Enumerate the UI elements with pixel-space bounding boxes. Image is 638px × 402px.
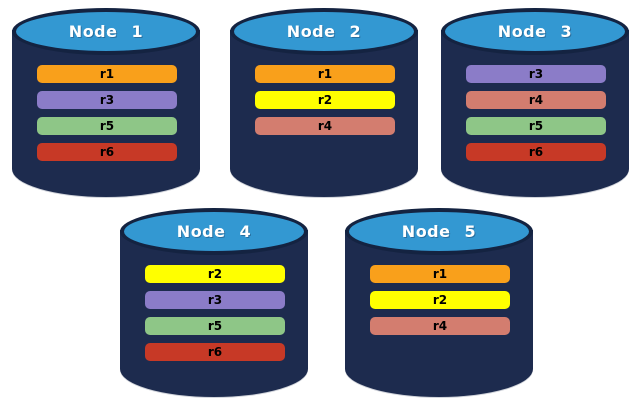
- cylinder-body: [12, 30, 200, 197]
- database-node-3: Node 3 r3 r4 r5 r6: [441, 8, 629, 197]
- database-node-4: Node 4 r2 r3 r5 r6: [120, 208, 308, 397]
- replica-bar-r6: r6: [466, 143, 606, 161]
- replica-list: r3 r4 r5 r6: [466, 65, 606, 161]
- replica-bar-r5: r5: [466, 117, 606, 135]
- replica-bar-r4: r4: [255, 117, 395, 135]
- replica-list: r1 r2 r4: [370, 265, 510, 335]
- cylinder-top: Node 4: [120, 208, 308, 255]
- database-node-1: Node 1 r1 r3 r5 r6: [12, 8, 200, 197]
- node-label: Node 1: [68, 22, 144, 41]
- cylinder-top: Node 3: [441, 8, 629, 55]
- replica-bar-r5: r5: [37, 117, 177, 135]
- cylinder-body: [345, 230, 533, 397]
- replica-bar-r2: r2: [370, 291, 510, 309]
- node-label: Node 3: [497, 22, 573, 41]
- replica-bar-r1: r1: [255, 65, 395, 83]
- cylinder-top: Node 5: [345, 208, 533, 255]
- replica-bar-r2: r2: [255, 91, 395, 109]
- replica-bar-r4: r4: [370, 317, 510, 335]
- cylinder-body: [120, 230, 308, 397]
- replica-list: r1 r2 r4: [255, 65, 395, 135]
- replica-bar-r2: r2: [145, 265, 285, 283]
- replica-list: r1 r3 r5 r6: [37, 65, 177, 161]
- cylinder-body: [441, 30, 629, 197]
- cylinder-body: [230, 30, 418, 197]
- node-label: Node 4: [176, 222, 252, 241]
- replica-bar-r4: r4: [466, 91, 606, 109]
- replica-list: r2 r3 r5 r6: [145, 265, 285, 361]
- cylinder-top: Node 2: [230, 8, 418, 55]
- replica-bar-r3: r3: [145, 291, 285, 309]
- replica-bar-r6: r6: [37, 143, 177, 161]
- replica-bar-r1: r1: [370, 265, 510, 283]
- database-node-2: Node 2 r1 r2 r4: [230, 8, 418, 197]
- replica-bar-r3: r3: [466, 65, 606, 83]
- cylinder-top: Node 1: [12, 8, 200, 55]
- node-label: Node 2: [286, 22, 362, 41]
- replica-bar-r6: r6: [145, 343, 285, 361]
- node-label: Node 5: [401, 222, 477, 241]
- replica-bar-r5: r5: [145, 317, 285, 335]
- database-node-5: Node 5 r1 r2 r4: [345, 208, 533, 397]
- replica-bar-r1: r1: [37, 65, 177, 83]
- replica-bar-r3: r3: [37, 91, 177, 109]
